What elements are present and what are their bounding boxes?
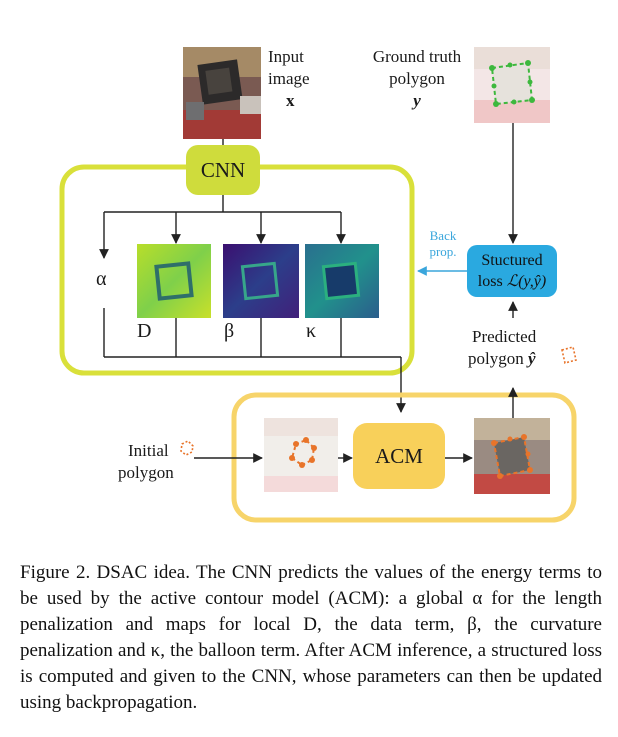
structured-loss-block xyxy=(467,245,557,297)
back-prop-line2: prop. xyxy=(429,244,457,259)
alpha-label: α xyxy=(96,268,107,290)
input-symbol: x xyxy=(286,91,295,110)
dsac-diagram xyxy=(59,47,577,523)
initial-label: Initial polygon xyxy=(118,440,198,484)
beta-label: β xyxy=(224,320,235,342)
back-prop-label: Back prop. xyxy=(420,228,466,260)
kappa-label: κ xyxy=(306,320,317,342)
figure-caption: Figure 2. DSAC idea. The CNN predicts th… xyxy=(20,562,602,713)
acm-block xyxy=(353,423,445,489)
initial-polygon-image xyxy=(264,418,338,492)
ground-truth-symbol: y xyxy=(413,91,421,110)
predicted-line1: Predicted xyxy=(472,327,537,346)
map-beta xyxy=(223,244,299,318)
map-d xyxy=(137,244,211,318)
predicted-polygon-image xyxy=(474,418,550,494)
ground-truth-line2: polygon xyxy=(389,69,445,88)
acm-label: ACM xyxy=(375,444,423,468)
ground-truth-image xyxy=(474,47,550,123)
loss-math: ℒ(y,ŷ) xyxy=(506,273,547,290)
predicted-line2: polygon ŷ xyxy=(468,348,568,370)
loss-line2: loss ℒ(y,ŷ) xyxy=(467,271,557,292)
predicted-label: Predicted polygon ŷ xyxy=(468,326,568,370)
back-prop-line1: Back xyxy=(429,228,457,243)
map-kappa xyxy=(305,244,379,318)
predicted-prefix: polygon xyxy=(468,349,528,368)
loss-label: Stuctured loss ℒ(y,ŷ) xyxy=(467,250,557,292)
cnn-label: CNN xyxy=(200,158,246,182)
ground-truth-label: Ground truth polygon y xyxy=(362,46,472,112)
predicted-polygon-icon xyxy=(561,346,577,364)
ground-truth-line1: Ground truth xyxy=(372,47,462,66)
initial-line2: polygon xyxy=(118,463,174,482)
input-label-line2: image xyxy=(268,69,310,88)
initial-line1: Initial xyxy=(128,441,169,460)
predicted-symbol: ŷ xyxy=(527,349,536,368)
input-image xyxy=(183,47,261,139)
input-label-line1: Input xyxy=(268,47,304,66)
input-label: Input image x xyxy=(268,46,348,112)
loss-line1: Stuctured xyxy=(481,252,543,269)
initial-polygon-icon xyxy=(180,440,194,456)
d-label: D xyxy=(137,320,152,342)
cnn-block xyxy=(186,145,260,195)
loss-prefix: loss xyxy=(477,273,507,290)
